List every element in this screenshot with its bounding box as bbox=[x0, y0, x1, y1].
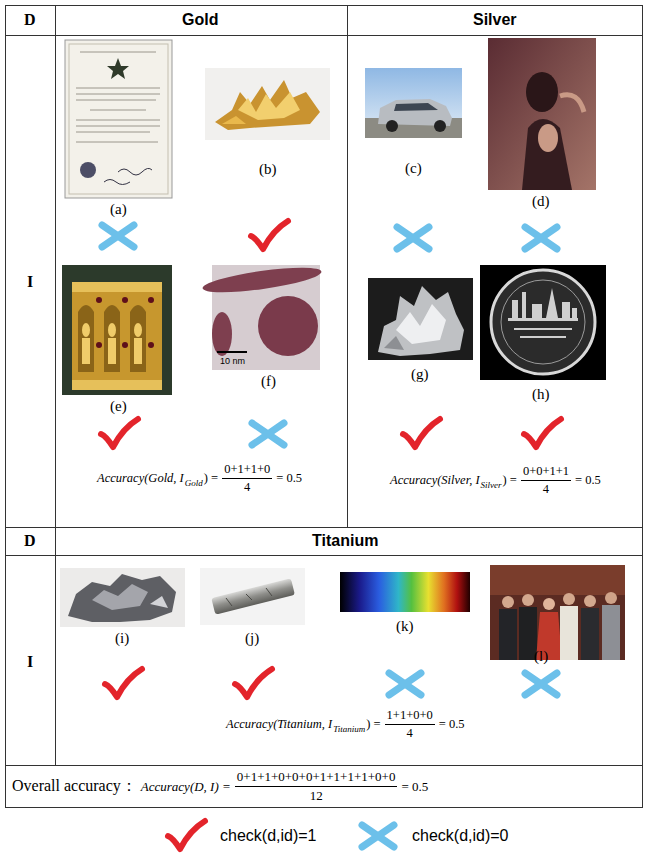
table-header-cell: I bbox=[27, 273, 33, 291]
formula: Accuracy(Silver, ISilver) = 0+0+1+14 = 0.5 bbox=[390, 464, 601, 497]
formula-result: = 0.5 bbox=[401, 779, 428, 795]
image-label: (d) bbox=[532, 193, 550, 210]
denominator: 4 bbox=[222, 478, 272, 495]
image-label-text: (e) bbox=[110, 398, 127, 414]
fraction: 1+1+0+04 bbox=[385, 708, 435, 741]
table-header-cell: I bbox=[27, 653, 33, 671]
image-label-text: (b) bbox=[259, 161, 277, 177]
formula-text: ) = bbox=[366, 717, 380, 732]
formula-text: ) = bbox=[503, 473, 517, 488]
subscript: Silver bbox=[481, 480, 502, 490]
image-label-text: (f) bbox=[261, 373, 276, 389]
formula-text: Accuracy(Titanium, I bbox=[226, 717, 332, 732]
table-header-cell: D bbox=[24, 11, 36, 29]
header-text: I bbox=[27, 653, 33, 670]
image-label: (f) bbox=[261, 373, 276, 390]
formula: Accuracy(Titanium, ITitanium) = 1+1+0+04 =… bbox=[226, 708, 465, 741]
fraction: 0+1+1+04 bbox=[222, 462, 272, 495]
image-label: (b) bbox=[259, 161, 277, 178]
image-label: (c) bbox=[405, 160, 422, 177]
formula-result: = 0.5 bbox=[276, 471, 302, 486]
fraction: 0+1+1+0+0+0+1+1+1+1+0+012 bbox=[235, 769, 398, 804]
image-label-text: (c) bbox=[405, 160, 422, 176]
scale-bar-label: 10 nm bbox=[220, 356, 245, 366]
row-title: Overall accuracy： bbox=[12, 776, 137, 797]
legend-entry: check(d,id)=1 bbox=[220, 827, 317, 845]
formula: Accuracy(Gold, IGold) = 0+1+1+04 = 0.5 bbox=[97, 462, 302, 495]
image-label-text: (g) bbox=[411, 366, 429, 382]
numerator: 0+1+1+0 bbox=[222, 462, 272, 478]
subscript: Gold bbox=[185, 478, 203, 488]
formula-text: Accuracy(D, I) = bbox=[141, 779, 231, 795]
image-label-text: (h) bbox=[532, 386, 550, 402]
formula-text: Accuracy(Gold, I bbox=[97, 471, 184, 486]
image-label: (l) bbox=[534, 648, 548, 665]
image-label-text: (k) bbox=[396, 618, 414, 634]
header-text: Gold bbox=[182, 11, 218, 28]
image-label: (e) bbox=[110, 398, 127, 415]
table-header-cell: Titanium bbox=[312, 532, 378, 550]
legend-text: check(d,id)=1 bbox=[220, 827, 317, 844]
image-label-text: (a) bbox=[110, 201, 127, 217]
formula-text: Accuracy(Silver, I bbox=[390, 473, 480, 488]
legend-entry: check(d,id)=0 bbox=[412, 827, 509, 845]
numerator: 0+0+1+1 bbox=[521, 464, 571, 480]
image-label-text: (d) bbox=[532, 193, 550, 209]
overall-accuracy-row: Overall accuracy：Accuracy(D, I) =0+1+1+0… bbox=[12, 769, 428, 804]
image-label: (g) bbox=[411, 366, 429, 383]
table-header-cell: Silver bbox=[473, 11, 517, 29]
fraction: 0+0+1+14 bbox=[521, 464, 571, 497]
accuracy-formula: Accuracy(Titanium, ITitanium) = 1+1+0+04 =… bbox=[226, 708, 465, 741]
denominator: 4 bbox=[521, 480, 571, 497]
scale-bar-text: 10 nm bbox=[220, 356, 245, 366]
image-label: (i) bbox=[115, 630, 129, 647]
image-label-text: (l) bbox=[534, 648, 548, 664]
header-text: Titanium bbox=[312, 532, 378, 549]
numerator: 1+1+0+0 bbox=[385, 708, 435, 724]
formula-result: = 0.5 bbox=[575, 473, 601, 488]
accuracy-formula: Accuracy(Silver, ISilver) = 0+0+1+14 = 0.5 bbox=[390, 464, 601, 497]
header-text: I bbox=[27, 273, 33, 290]
image-label-text: (i) bbox=[115, 630, 129, 646]
image-label: (k) bbox=[396, 618, 414, 635]
formula: Accuracy(D, I) =0+1+1+0+0+0+1+1+1+1+0+01… bbox=[141, 769, 428, 804]
subscript: Titanium bbox=[333, 724, 365, 734]
table-header-cell: D bbox=[24, 532, 36, 550]
legend-text: check(d,id)=0 bbox=[412, 827, 509, 844]
header-text: Silver bbox=[473, 11, 517, 28]
table-header-cell: Gold bbox=[182, 11, 218, 29]
image-label: (h) bbox=[532, 386, 550, 403]
image-label-text: (j) bbox=[245, 630, 259, 646]
denominator: 4 bbox=[385, 724, 435, 741]
header-text: D bbox=[24, 11, 36, 28]
header-text: D bbox=[24, 532, 36, 549]
denominator: 12 bbox=[235, 786, 398, 804]
formula-text: ) = bbox=[204, 471, 218, 486]
numerator: 0+1+1+0+0+0+1+1+1+1+0+0 bbox=[235, 769, 398, 786]
image-label: (a) bbox=[110, 201, 127, 218]
accuracy-formula: Accuracy(Gold, IGold) = 0+1+1+04 = 0.5 bbox=[97, 462, 302, 495]
formula-result: = 0.5 bbox=[439, 717, 465, 732]
image-label: (j) bbox=[245, 630, 259, 647]
